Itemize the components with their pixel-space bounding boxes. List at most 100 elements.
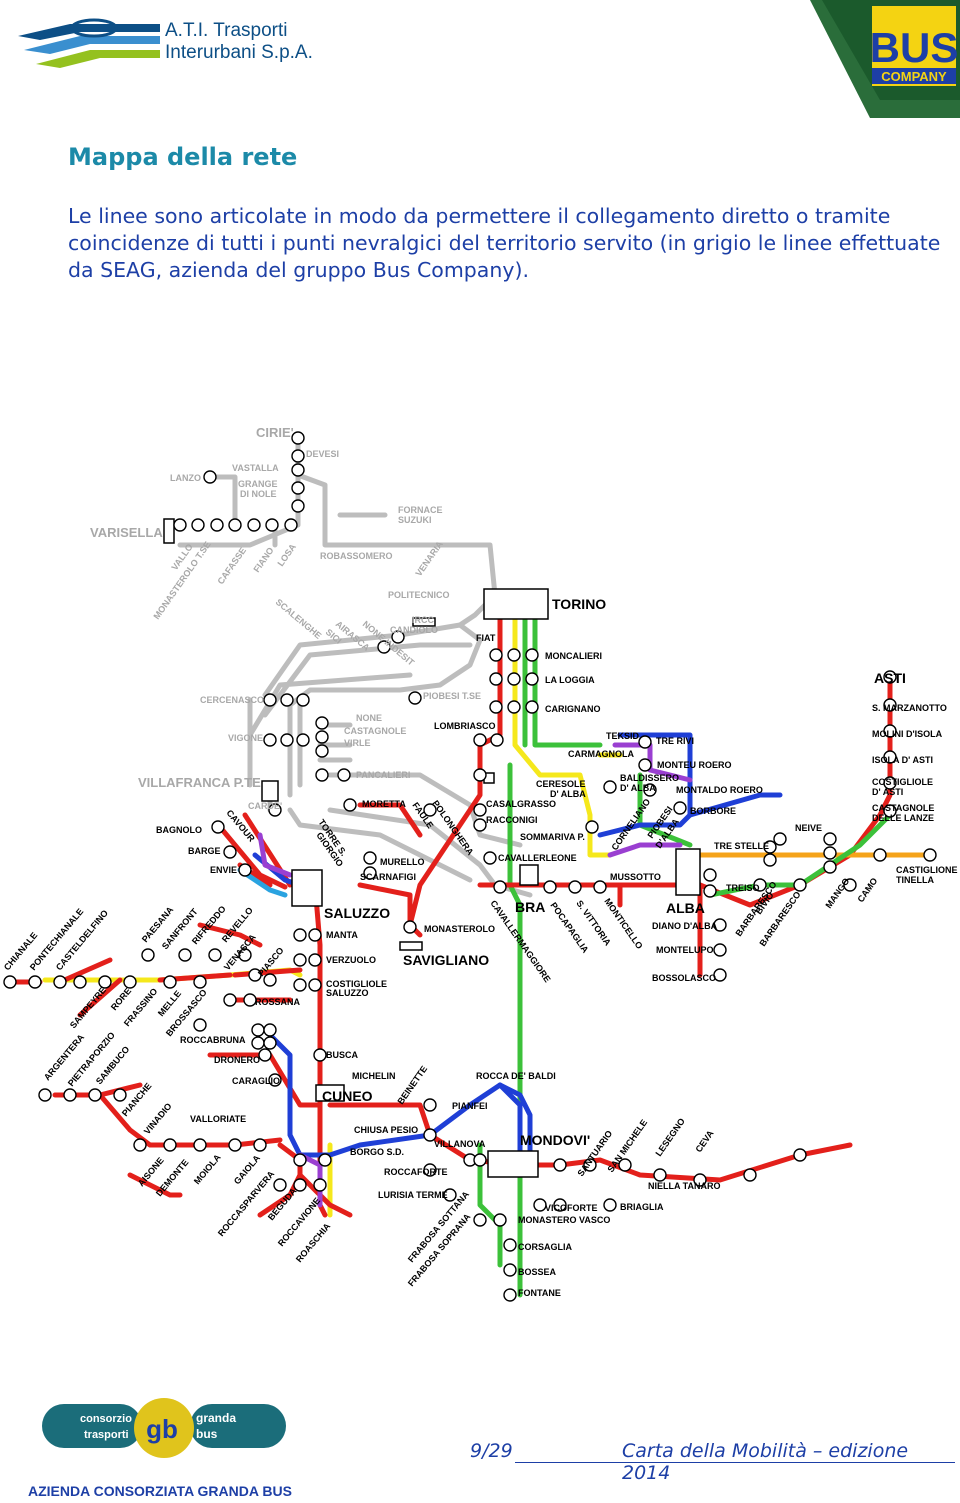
label-sommariva: SOMMARIVA P. — [520, 832, 585, 842]
label-rore: RORE — [109, 986, 133, 1012]
label-verzuolo: VERZUOLO — [326, 955, 376, 965]
footer-logo-line4: bus — [196, 1427, 218, 1441]
label-diano: DIANO D'ALBA — [652, 921, 718, 931]
label-baldissero2: D' ALBA — [620, 783, 656, 793]
label-asti: ASTI — [874, 670, 906, 686]
label-borgo: BORGO S.D. — [350, 1147, 404, 1157]
label-molini: MOLINI D'ISOLA — [872, 729, 943, 739]
label-moncalieri: MONCALIERI — [545, 651, 602, 661]
label-treiso: TREISO — [726, 883, 760, 893]
label-busca: BUSCA — [326, 1050, 359, 1060]
label-casalgrasso: CASALGRASSO — [486, 799, 556, 809]
label-villanova: VILLANOVA — [434, 1139, 486, 1149]
company-name: A.T.I. Trasporti Interurbani S.p.A. — [165, 20, 405, 64]
label-isola: ISOLA D' ASTI — [872, 755, 933, 765]
label-bossea: BOSSEA — [518, 1267, 557, 1277]
label-niella: NIELLA TANARO — [648, 1181, 721, 1191]
label-lanzo: LANZO — [170, 473, 201, 483]
label-castiglione2: TINELLA — [896, 875, 934, 885]
label-caraglio: CARAGLIO — [232, 1076, 280, 1086]
company-name-line1: A.T.I. Trasporti — [165, 20, 288, 41]
label-baldissero1: BALDISSERO — [620, 773, 679, 783]
label-neive: NEIVE — [795, 823, 822, 833]
label-monasterovasco: MONASTERO VASCO — [518, 1215, 610, 1225]
label-devesi: DEVESI — [306, 449, 339, 459]
label-rossana: ROSSANA — [255, 997, 301, 1007]
page-number: 9/29 — [470, 1440, 513, 1462]
label-vastalla: VASTALLA — [232, 463, 279, 473]
label-mussotto: MUSSOTTO — [610, 872, 661, 882]
label-murello: MURELLO — [380, 857, 425, 867]
label-castagnole: CASTAGNOLE — [344, 726, 406, 736]
label-ceresole1: CERESOLE — [536, 779, 586, 789]
label-varisella: VARISELLA — [90, 525, 163, 540]
label-carignano: CARIGNANO — [545, 704, 601, 714]
label-vicoforte: VICOFORTE — [545, 1203, 598, 1213]
svg-text:gb: gb — [146, 1414, 178, 1444]
label-castagnole-lanze1: CASTAGNOLE — [872, 803, 934, 813]
label-roccabruna: ROCCABRUNA — [180, 1035, 246, 1045]
label-vinadio: VINADIO — [142, 1101, 174, 1136]
footer-logo-line3: granda — [196, 1411, 236, 1425]
label-barge: BARGE — [188, 846, 221, 856]
label-smarzanotto: S. MARZANOTTO — [872, 703, 947, 713]
label-castagnole-lanze2: DELLE LANZE — [872, 813, 934, 823]
label-mango: MANGO — [823, 876, 851, 910]
document-title: Carta della Mobilità – edizione 2014 — [622, 1440, 909, 1484]
label-grange: GRANGE — [238, 479, 278, 489]
label-cirie: CIRIE' — [256, 425, 294, 440]
label-teksid: TEKSID — [606, 731, 640, 741]
label-roccadebaldi: ROCCA DE' BALDI — [476, 1071, 556, 1081]
bus-logo-text: BUS — [870, 24, 959, 71]
label-moiola: MOIOLA — [192, 1152, 223, 1186]
footer-logo-line1: consorzio — [80, 1413, 132, 1425]
bus-logo-sub: COMPANY — [881, 69, 947, 84]
label-costigliole-asti2: D' ASTI — [872, 787, 903, 797]
label-briaglia: BRIAGLIA — [620, 1202, 664, 1212]
red-lines — [7, 612, 893, 1218]
label-none: NONE — [356, 713, 382, 723]
label-ceresole2: D' ALBA — [550, 789, 586, 799]
label-bossolasco: BOSSOLASCO — [652, 973, 716, 983]
label-bra: BRA — [515, 899, 545, 915]
label-monteu: MONTEU ROERO — [657, 760, 732, 770]
label-virle: VIRLE — [344, 738, 371, 748]
cyan-lines — [237, 867, 288, 898]
label-racconigi: RACCONIGI — [486, 815, 538, 825]
label-lombriasco: LOMBRIASCO — [434, 721, 496, 731]
label-piobesi: PIOBESI T.SE — [423, 691, 481, 701]
label-sampeyre: SAMPEYRE — [68, 985, 108, 1030]
label-politecnico: POLITECNICO — [388, 590, 450, 600]
label-borbore: BORBORE — [690, 806, 736, 816]
label-alba: ALBA — [666, 900, 705, 916]
footer-divider — [515, 1462, 955, 1463]
label-ceva: CEVA — [693, 1128, 715, 1154]
label-monasterolo: MONASTEROLO — [424, 924, 495, 934]
label-michelin: MICHELIN — [352, 1071, 396, 1081]
label-costigliole-asti1: COSTIGLIOLE — [872, 777, 933, 787]
label-cuneo: CUNEO — [322, 1088, 373, 1104]
label-dinole: DI NOLE — [240, 489, 277, 499]
company-name-line2: Interurbani S.p.A. — [165, 42, 313, 63]
label-pancalieri: PANCALIERI — [356, 770, 410, 780]
footer-company: AZIENDA CONSORZIATA GRANDA BUS — [28, 1483, 292, 1499]
label-roccaforte: ROCCAFORTE — [384, 1167, 448, 1177]
label-bagnolo: BAGNOLO — [156, 825, 202, 835]
label-dronero: DRONERO — [214, 1055, 260, 1065]
intro-paragraph: Le linee sono articolate in modo da perm… — [68, 204, 941, 282]
label-savigliano: SAVIGLIANO — [403, 952, 489, 968]
label-manta: MANTA — [326, 930, 358, 940]
green-lines — [477, 612, 693, 1298]
label-villafranca: VILLAFRANCA P.TE — [138, 775, 261, 790]
label-chiusa: CHIUSA PESIO — [354, 1125, 418, 1135]
label-fornace: FORNACE — [398, 505, 443, 515]
label-trestelle: TRE STELLE — [714, 841, 769, 851]
label-montaldo: MONTALDO ROERO — [676, 785, 763, 795]
label-costigliole-sal1: COSTIGLIOLE — [326, 979, 387, 989]
page-title: Mappa della rete — [68, 143, 298, 171]
label-cafasse: CAFASSE — [215, 546, 248, 587]
label-lurisia: LURISIA TERME — [378, 1190, 448, 1200]
blue-lines — [252, 732, 783, 1158]
label-vigone: VIGONE — [228, 733, 263, 743]
label-cercenasco: CERCENASCO — [200, 695, 264, 705]
